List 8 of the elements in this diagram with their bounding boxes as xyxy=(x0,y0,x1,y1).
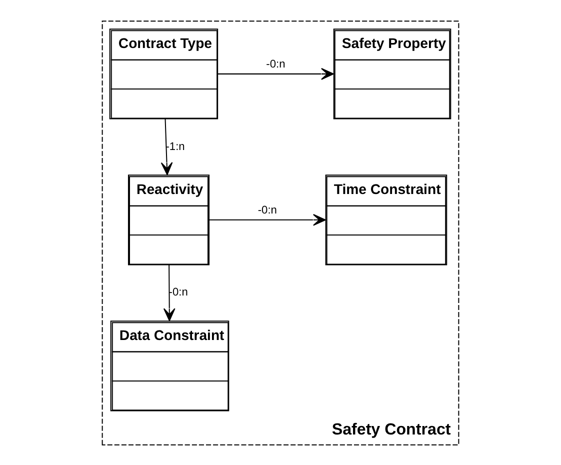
arrow xyxy=(163,264,176,321)
edge-label: -0:n xyxy=(168,286,188,298)
edge-label: -0:n xyxy=(258,204,277,216)
edge-label: -1:n xyxy=(166,140,185,152)
arrow xyxy=(160,118,173,175)
edge-label: -0:n xyxy=(266,58,286,70)
arrow xyxy=(209,213,326,226)
arrow xyxy=(218,68,334,80)
